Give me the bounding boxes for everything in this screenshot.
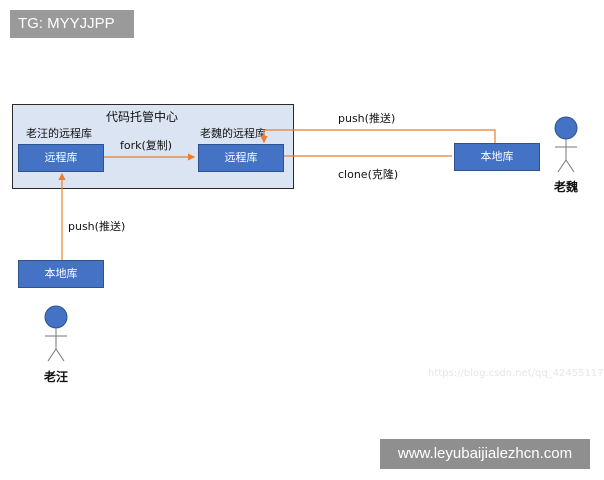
source-watermark: https://blog.csdn.net/qq_42455117 xyxy=(428,368,604,379)
push-top-label: push(推送) xyxy=(338,112,396,125)
clone-label: clone(克隆) xyxy=(338,168,399,181)
laowang-person-label: 老汪 xyxy=(44,370,69,384)
laowei-remote-repo-box: 远程库 xyxy=(198,144,284,172)
push-top-arrow xyxy=(260,129,496,144)
laowang-remote-repo-box: 远程库 xyxy=(18,144,104,172)
laowang-person-icon xyxy=(44,305,68,362)
laowei-remote-label: 老魏的远程库 xyxy=(200,127,266,140)
laowang-remote-label: 老汪的远程库 xyxy=(26,127,92,140)
laowei-person-label: 老魏 xyxy=(554,180,579,194)
top-watermark-tag: TG: MYYJJPP xyxy=(10,10,134,38)
push-left-label: push(推送) xyxy=(68,220,126,233)
bottom-watermark-tag: www.leyubaijialezhcn.com xyxy=(380,439,590,469)
hub-title: 代码托管中心 xyxy=(106,110,179,124)
fork-label: fork(复制) xyxy=(120,139,173,152)
laowang-local-repo-box: 本地库 xyxy=(18,260,104,288)
laowei-person-icon xyxy=(554,116,578,173)
laowei-local-repo-box: 本地库 xyxy=(454,143,540,171)
